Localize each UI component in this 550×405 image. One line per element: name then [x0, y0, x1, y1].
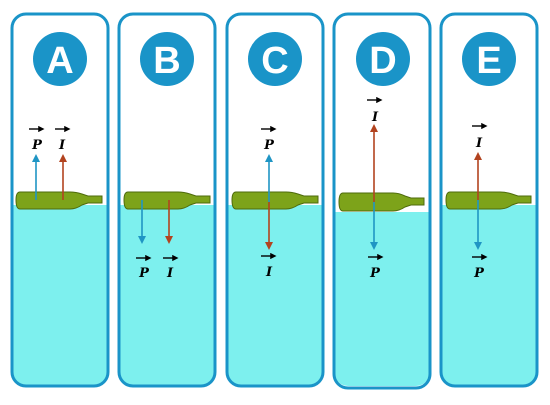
label-p: P: [263, 138, 275, 153]
panel-c: C P I: [225, 12, 325, 388]
letter-badge: [462, 32, 516, 86]
panel-letter: A: [46, 40, 73, 82]
label-i: I: [58, 138, 66, 153]
letter-badge: [356, 32, 410, 86]
water: [441, 205, 537, 386]
panel-d: D I P: [332, 12, 432, 390]
panel-letter: B: [153, 40, 180, 82]
label-p: P: [138, 266, 150, 281]
panel-b: B P I: [117, 12, 217, 388]
water: [334, 212, 430, 386]
water: [227, 205, 323, 386]
label-i: I: [166, 266, 174, 281]
label-i: I: [371, 110, 379, 125]
bottle-icon: [15, 191, 103, 210]
letter-badge: [248, 32, 302, 86]
letter-badge: [33, 32, 87, 86]
panel-frame: [117, 12, 217, 388]
label-p: P: [31, 138, 43, 153]
panel-e: E I P: [439, 12, 539, 388]
bottle-icon: [231, 191, 319, 210]
label-p: P: [369, 266, 381, 281]
water: [119, 205, 215, 386]
panel-letter: E: [476, 40, 501, 82]
bottle-icon: [445, 191, 532, 210]
panel-letter: C: [261, 40, 288, 82]
panel-letter: D: [369, 40, 396, 82]
bottle-icon: [123, 191, 211, 210]
panel-frame: [10, 12, 110, 388]
label-i: I: [265, 265, 273, 280]
label-p: P: [473, 266, 485, 281]
bottle-icon: [338, 192, 425, 212]
panel-frame: [332, 12, 432, 390]
letter-badge: [140, 32, 194, 86]
water: [12, 205, 108, 386]
panel-a: A P I: [10, 12, 110, 388]
panel-frame: [225, 12, 325, 388]
label-i: I: [475, 136, 483, 151]
panel-frame: [439, 12, 539, 388]
